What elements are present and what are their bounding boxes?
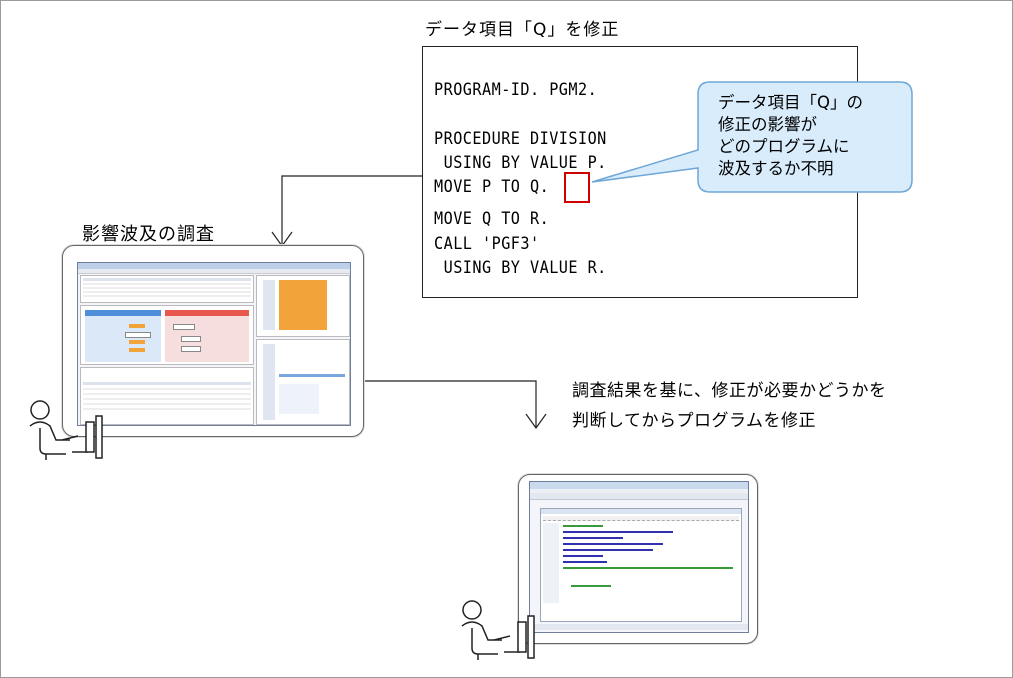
window-menubar	[78, 269, 350, 274]
source-editor-pane	[540, 508, 742, 622]
reference-list	[80, 367, 254, 425]
analysis-monitor	[62, 245, 364, 437]
code-line: PROGRAM-ID. PGM2.	[434, 80, 598, 99]
note-text: 調査結果を基に、修正が必要かどうかを 判断してからプログラムを修正	[572, 376, 887, 436]
callout-bubble	[591, 81, 913, 193]
call-graph-pane	[80, 305, 254, 365]
editor-toolbar	[530, 493, 748, 500]
code-line: USING BY VALUE P.	[434, 153, 607, 172]
code-line: MOVE Q TO R.	[434, 209, 550, 228]
callout-line: 波及するか不明	[718, 159, 834, 178]
callout-line: データ項目「Q」の	[718, 93, 863, 112]
source-view-lower	[256, 339, 350, 425]
code-line: CALL 'PGF3'	[434, 234, 540, 253]
editor-menubar	[530, 489, 748, 493]
analysis-window	[77, 262, 351, 426]
code-line: MOVE P TO Q.	[434, 177, 550, 196]
source-view-upper	[256, 275, 350, 337]
callout-text: データ項目「Q」の 修正の影響が どのプログラムに 波及するか不明	[718, 92, 888, 180]
arrow-to-investigation	[281, 175, 422, 246]
code-line: PROCEDURE DIVISION	[434, 129, 607, 148]
window-titlebar	[78, 263, 350, 269]
callout-line: どのプログラムに	[718, 137, 850, 156]
editor-window	[529, 481, 749, 633]
variable-table	[80, 275, 254, 303]
note-line: 調査結果を基に、修正が必要かどうかを	[572, 381, 887, 401]
investigation-label: 影響波及の調査	[82, 224, 215, 245]
note-line: 判断してからプログラムを修正	[572, 411, 816, 431]
top-label: データ項目「Q」を修正	[425, 20, 620, 40]
editor-titlebar	[530, 482, 748, 489]
callout-line: 修正の影響が	[718, 115, 817, 134]
editor-statusbar	[530, 624, 748, 630]
person-at-computer-icon	[29, 400, 103, 460]
code-line: USING BY VALUE R.	[434, 258, 607, 277]
arrow-to-fix	[360, 380, 537, 428]
editor-monitor	[518, 474, 758, 644]
person-at-computer-icon	[461, 600, 535, 660]
q-highlight-box	[564, 172, 590, 203]
